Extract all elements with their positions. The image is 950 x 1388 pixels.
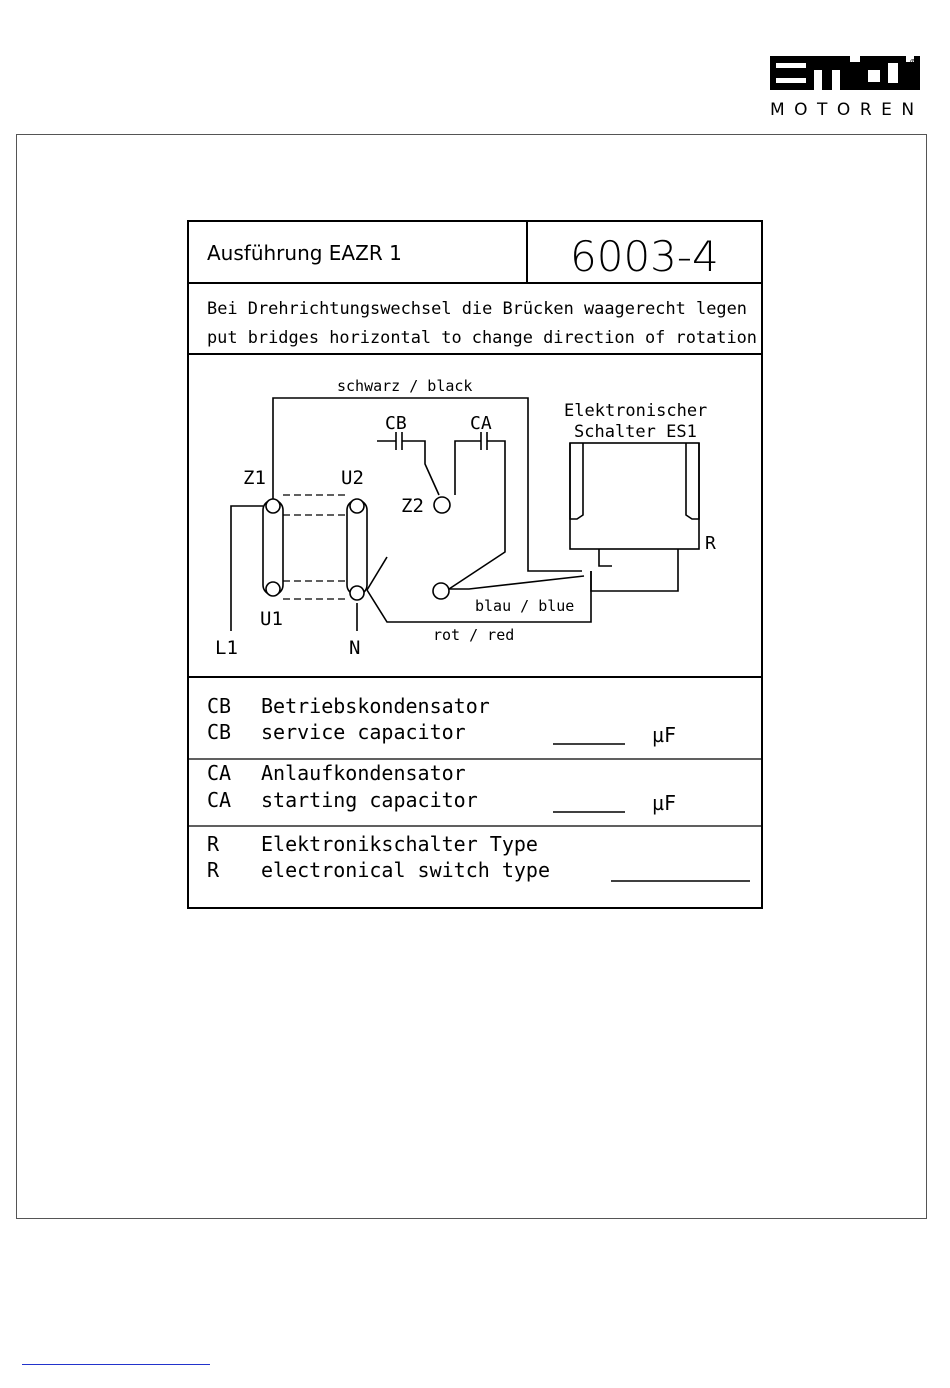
terminal-z1-marker xyxy=(265,498,281,514)
legend-text-cb-de: Betriebskondensator xyxy=(261,694,490,718)
terminal-n-label: N xyxy=(349,637,360,659)
terminal-z2-label: Z2 xyxy=(401,495,424,517)
wiring-diagram-sheet: Ausführung EAZR 1 6003-4 Bei Drehrichtun… xyxy=(187,219,763,909)
instruction-german: Bei Drehrichtungswechsel die Brücken waa… xyxy=(207,299,747,319)
wiring-lines xyxy=(230,397,700,631)
registered-mark: ® xyxy=(910,56,917,69)
switch-contact-marker xyxy=(432,582,450,600)
wire-red-label: rot / red xyxy=(433,626,514,644)
wire-blue-label: blau / blue xyxy=(475,597,574,615)
legend-code-r-en: R xyxy=(207,858,220,882)
switch-r-label: R xyxy=(705,533,716,554)
legend-code-ca-de: CA xyxy=(207,761,231,785)
legend-code-r-de: R xyxy=(207,832,220,856)
cap-cb-label: CB xyxy=(385,413,407,434)
execution-label: Ausführung EAZR 1 xyxy=(207,241,402,265)
terminal-n-marker xyxy=(349,585,365,601)
terminal-z1-label: Z1 xyxy=(243,467,266,489)
cap-ca-label: CA xyxy=(470,413,492,434)
terminal-u2-label: U2 xyxy=(341,467,364,489)
legend-unit-ca: µF xyxy=(652,791,676,815)
legend-text-r-en: electronical switch type xyxy=(261,858,550,882)
terminal-u1-marker xyxy=(265,581,281,597)
diagram-number: 6003-4 xyxy=(570,232,719,281)
wire-black-label: schwarz / black xyxy=(337,377,472,395)
legend-code-ca-en: CA xyxy=(207,788,231,812)
instruction-english: put bridges horizontal to change directi… xyxy=(207,328,757,348)
terminal-u2-marker xyxy=(349,498,365,514)
terminal-u1-label: U1 xyxy=(260,608,283,630)
logo-brand-text: MOTOREN xyxy=(770,100,924,120)
legend-text-ca-de: Anlaufkondensator xyxy=(261,761,466,785)
switch-name-line1: Elektronischer xyxy=(564,401,707,421)
legend-code-cb-de: CB xyxy=(207,694,231,718)
emod-logo: ® xyxy=(770,52,930,122)
legend-code-cb-en: CB xyxy=(207,720,231,744)
footer-link-underline[interactable] xyxy=(22,1364,210,1365)
legend-text-r-de: Elektronikschalter Type xyxy=(261,832,538,856)
switch-name-line2: Schalter ES1 xyxy=(574,422,697,442)
legend-text-cb-en: service capacitor xyxy=(261,720,466,744)
legend-text-ca-en: starting capacitor xyxy=(261,788,478,812)
page-frame xyxy=(16,134,927,1219)
legend-unit-cb: µF xyxy=(652,723,676,747)
terminal-z2-marker xyxy=(433,496,451,514)
sheet-border xyxy=(187,220,763,909)
terminal-l1-label: L1 xyxy=(215,637,238,659)
